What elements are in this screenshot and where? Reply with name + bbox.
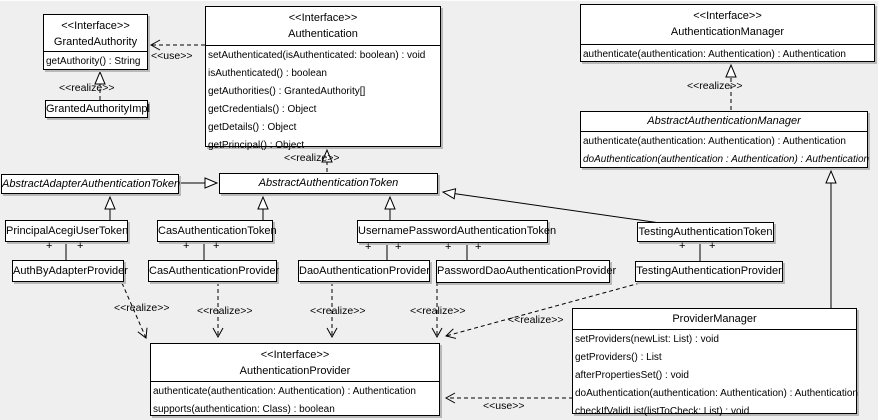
association-plus-label: + (365, 241, 372, 253)
method-label: supports(authentication: Class) : boolea… (153, 404, 335, 415)
method-label: authenticate(authentication: Authenticat… (153, 386, 416, 397)
realize-edge-label: <<realize>> (410, 305, 466, 317)
class-name: GrantedAuthority (53, 36, 138, 48)
method-label: doAuthentication(authentication : Authen… (583, 154, 870, 165)
stereotype-label: <<Interface>> (288, 12, 358, 24)
stereotype-label: <<Interface>> (693, 10, 762, 22)
class-authentication-provider[interactable]: <<Interface>> AuthenticationProvider aut… (150, 343, 440, 416)
class-granted-authority[interactable]: <<Interface>> GrantedAuthority getAuthor… (43, 14, 148, 70)
class-name: AbstractAdapterAuthenticationToken (2, 178, 181, 190)
realize-edge-label: <<realize>> (508, 314, 564, 326)
method-label: afterPropertiesSet() : void (575, 370, 689, 381)
realize-edge-label: <<realize>> (59, 82, 115, 94)
method-label: authenticate(authentication: Authenticat… (583, 136, 846, 147)
use-edge-label: <<use>> (483, 400, 525, 412)
class-cas-authentication-provider[interactable]: CasAuthenticationProvider (148, 260, 280, 282)
method-label: getPrincipal() : Object (208, 140, 305, 151)
realize-edge-label: <<realize>> (687, 80, 743, 92)
association-plus-label: + (679, 240, 686, 252)
method-label: doAuthentication(authentication: Authent… (575, 388, 858, 399)
association-plus-label: + (475, 241, 482, 253)
association-plus-label: + (46, 240, 53, 252)
association-plus-label: + (213, 240, 220, 252)
generalization-edges (104, 169, 837, 308)
method-label: getCredentials() : Object (208, 104, 317, 115)
association-plus-label: + (77, 240, 84, 252)
method-label: setProviders(newList: List) : void (575, 334, 719, 345)
class-testing-authentication-token[interactable]: TestingAuthenticationToken (637, 222, 774, 242)
class-cas-authentication-token[interactable]: CasAuthenticationToken (157, 220, 277, 242)
class-name: PrincipalAcegiUserToken (6, 225, 129, 237)
class-password-dao-authentication-provider[interactable]: PasswordDaoAuthenticationProvider (436, 260, 617, 283)
class-authentication-manager[interactable]: <<Interface>> AuthenticationManager auth… (580, 4, 875, 62)
use-edge-label: <<use>> (151, 50, 193, 62)
class-name: DaoAuthenticationProvider (299, 265, 430, 277)
method-label: getDetails() : Object (208, 122, 297, 133)
class-authentication[interactable]: <<Interface>> Authentication setAuthenti… (205, 6, 441, 151)
stereotype-label: <<Interface>> (260, 349, 330, 361)
realize-edge-label: <<realize>> (197, 305, 253, 317)
class-name: CasAuthenticationToken (158, 225, 277, 237)
method-label: getProviders() : List (575, 352, 662, 363)
realize-edges-up (94, 63, 737, 172)
method-label: getAuthorities() : GrantedAuthority[] (208, 86, 366, 97)
method-label: checkIfValidList(listToCheck: List) : vo… (575, 406, 750, 417)
class-abstract-adapter-authentication-token[interactable]: AbstractAdapterAuthenticationToken (1, 174, 181, 194)
class-name: Authentication (288, 28, 358, 40)
method-label: authenticate(authentication: Authenticat… (583, 49, 846, 60)
class-principal-acegi-user-token[interactable]: PrincipalAcegiUserToken (5, 220, 128, 242)
method-label: getAuthority() : String (46, 56, 141, 67)
association-plus-label: + (183, 240, 190, 252)
method-label: isAuthenticated() : boolean (208, 68, 327, 79)
class-name: ProviderManager (672, 313, 757, 325)
class-provider-manager[interactable]: ProviderManager setProviders(newList: Li… (572, 308, 858, 417)
class-testing-authentication-provider[interactable]: TestingAuthenticationProvider (635, 261, 783, 282)
class-name: CasAuthenticationProvider (149, 265, 280, 277)
realize-use-edges (121, 39, 641, 404)
class-name: TestingAuthenticationToken (638, 226, 773, 238)
class-name: AuthenticationProvider (239, 365, 351, 377)
class-auth-by-adapter-provider[interactable]: AuthByAdapterProvider (12, 260, 128, 282)
class-name: AbstractAuthenticationManager (647, 115, 801, 127)
class-name: GrantedAuthorityImpl (46, 103, 150, 115)
class-name: AuthByAdapterProvider (13, 265, 128, 277)
association-plus-label: + (709, 240, 716, 252)
realize-edge-label: <<realize>> (114, 302, 170, 314)
class-name: AuthenticationManager (670, 26, 785, 38)
class-dao-authentication-provider[interactable]: DaoAuthenticationProvider (298, 260, 430, 282)
class-name: AbstractAuthenticationToken (258, 177, 399, 189)
class-username-password-authentication-token[interactable]: UsernamePasswordAuthenticationToken (357, 220, 557, 243)
class-name: PasswordDaoAuthenticationProvider (437, 265, 617, 277)
association-plus-label: + (445, 241, 452, 253)
class-abstract-authentication-token[interactable]: AbstractAuthenticationToken (219, 173, 438, 194)
association-plus-label: + (395, 241, 402, 253)
class-abstract-authentication-manager[interactable]: AbstractAuthenticationManager authentica… (580, 111, 870, 168)
method-label: setAuthenticated(isAuthenticated: boolea… (208, 50, 426, 61)
realize-edge-label: <<realize>> (284, 152, 340, 164)
class-granted-authority-impl[interactable]: GrantedAuthorityImpl (45, 100, 150, 118)
class-name: UsernamePasswordAuthenticationToken (358, 225, 557, 237)
association-edges (65, 242, 701, 261)
class-name: TestingAuthenticationProvider (636, 265, 782, 277)
stereotype-label: <<Interface>> (61, 20, 130, 32)
realize-edge-label: <<realize>> (310, 305, 366, 317)
